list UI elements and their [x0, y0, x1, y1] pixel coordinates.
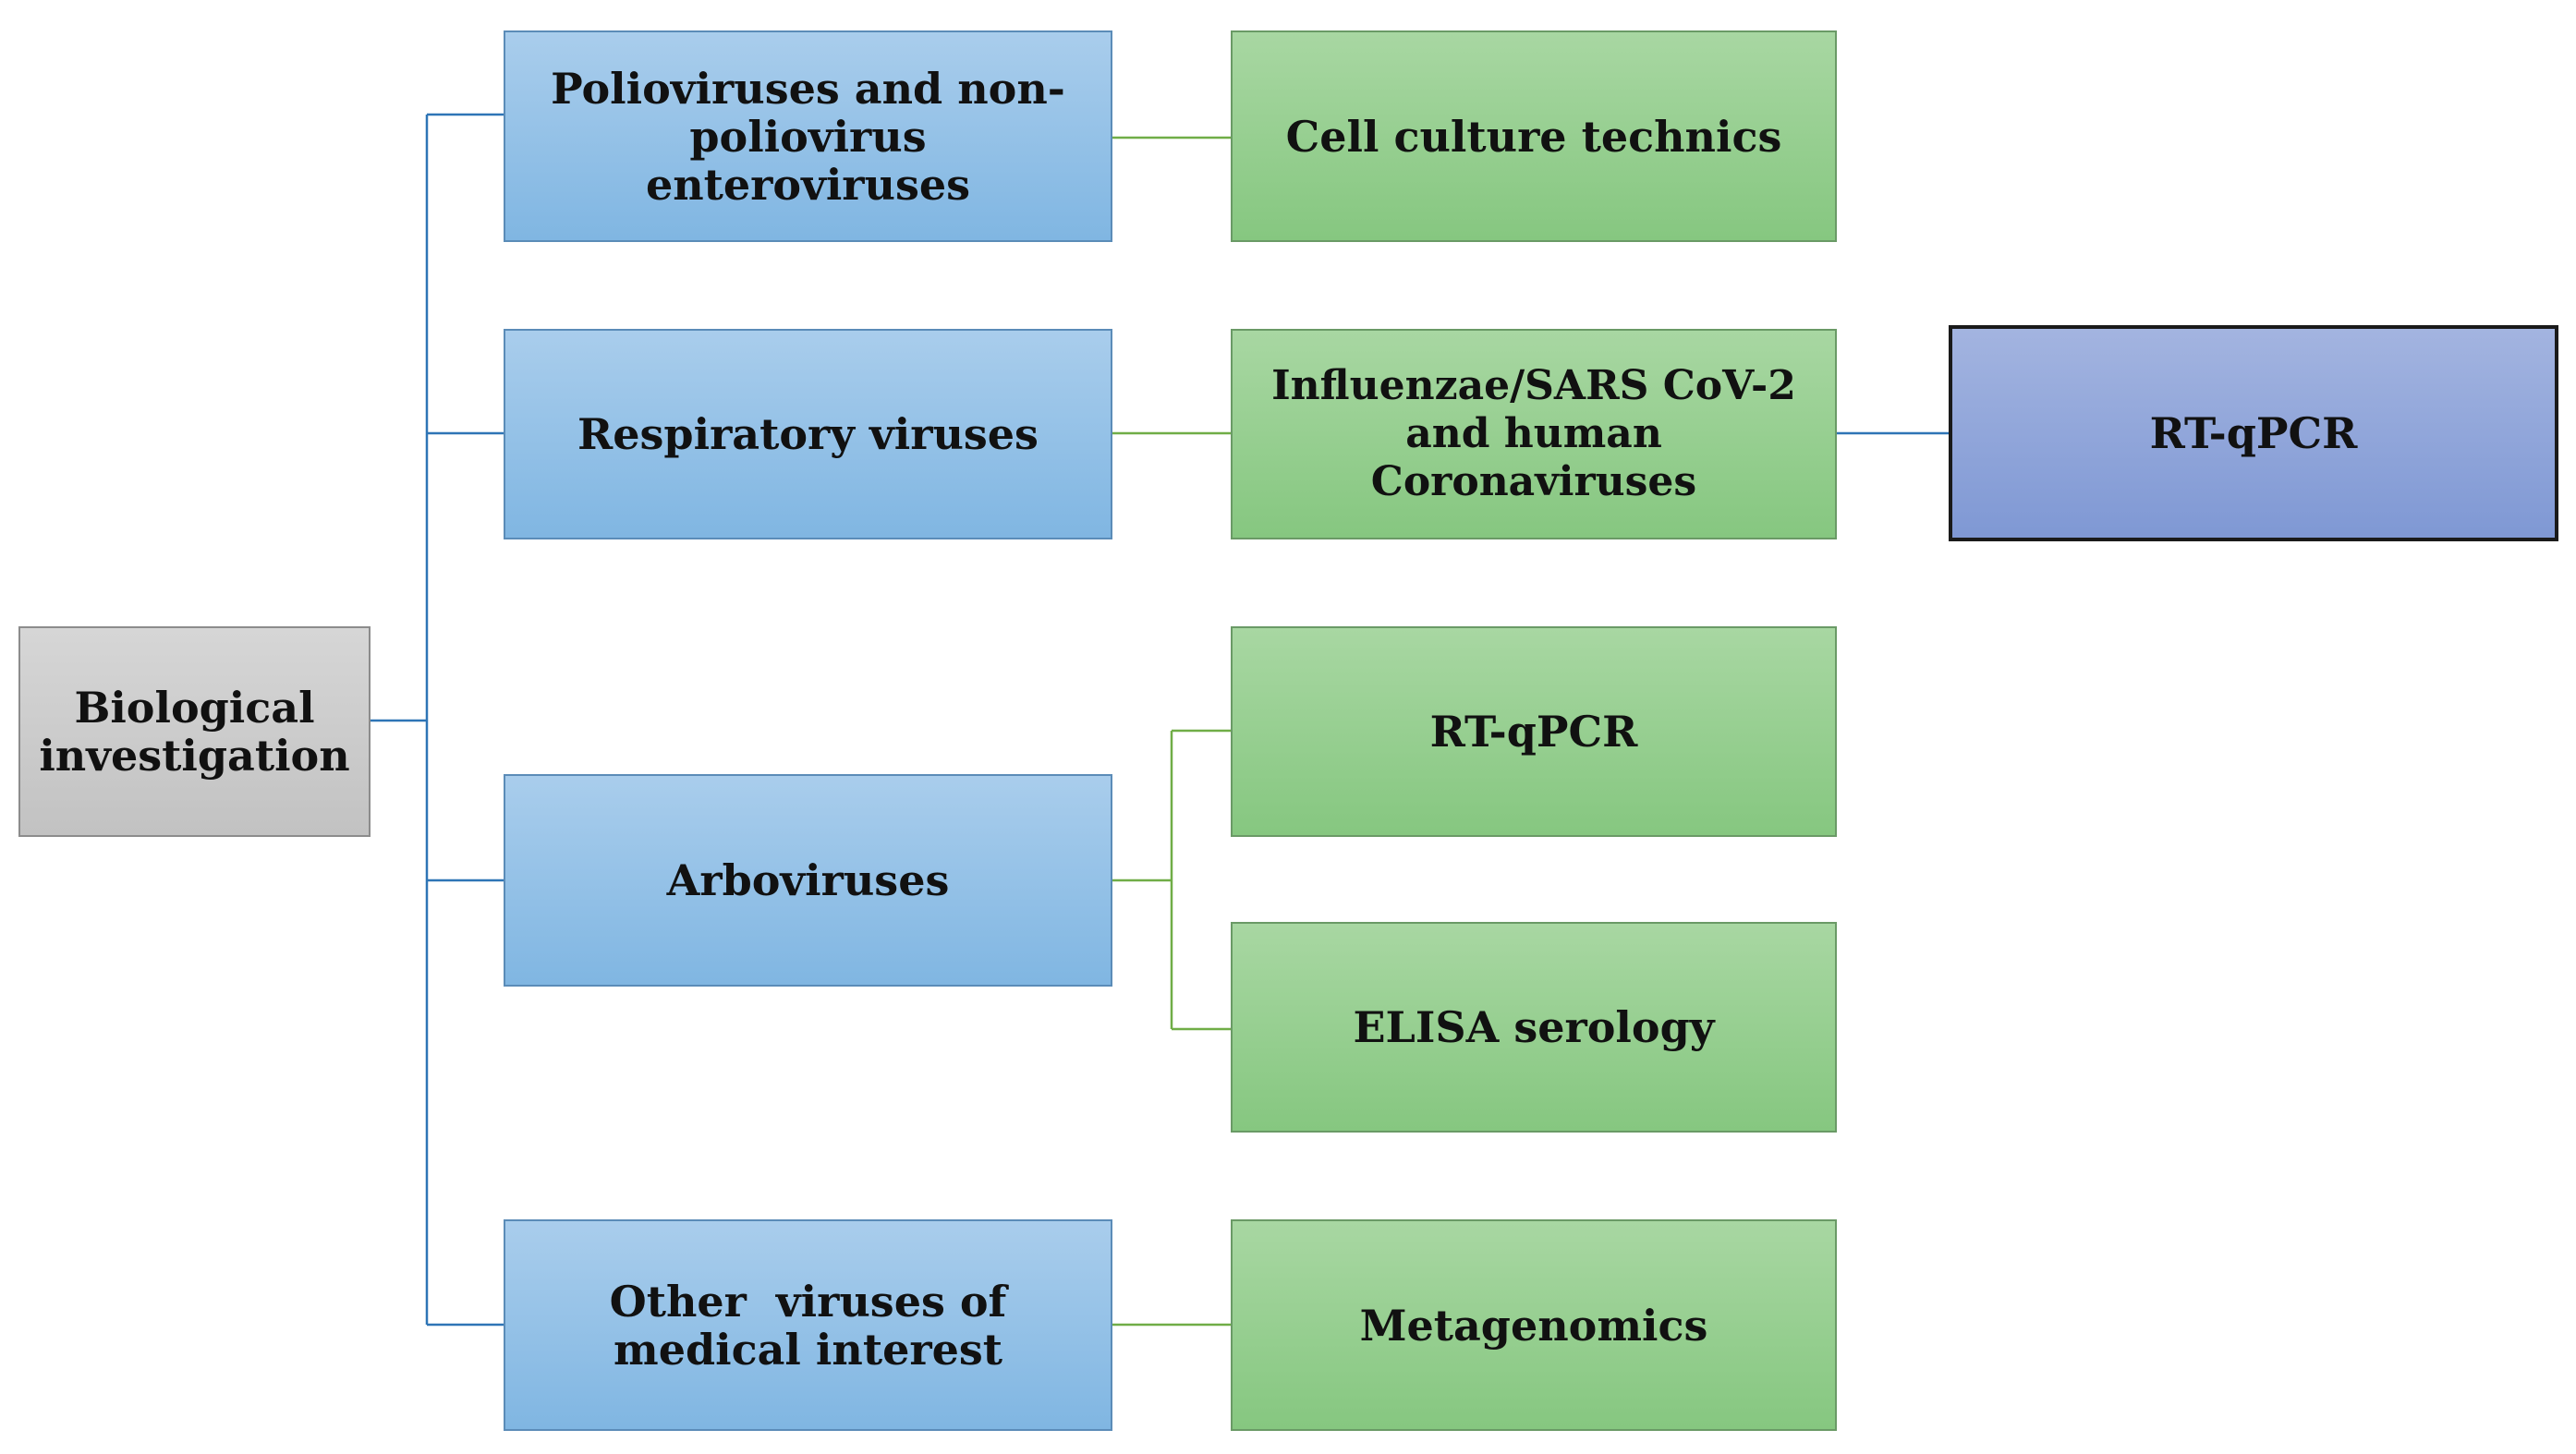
- method-node-elisa-serology: ELISA serology: [1231, 922, 1837, 1133]
- category-node-label: Other viruses of medical interest: [609, 1276, 1022, 1375]
- tertiary-node-label: RT-qPCR: [2149, 408, 2358, 458]
- category-node-label: Arboviruses: [666, 855, 950, 905]
- method-node-rt-qpcr: RT-qPCR: [1231, 626, 1837, 837]
- category-node-other-viruses: Other viruses of medical interest: [504, 1219, 1112, 1431]
- method-node-label: Influenzae/SARS CoV-2 and human Coronavi…: [1271, 362, 1796, 505]
- category-node-arboviruses: Arboviruses: [504, 774, 1112, 987]
- root-node-label: Biological investigation: [39, 683, 350, 781]
- method-node-label: RT-qPCR: [1429, 707, 1638, 757]
- method-node-label: Metagenomics: [1359, 1300, 1708, 1351]
- method-node-metagenomics: Metagenomics: [1231, 1219, 1837, 1431]
- method-node-label: ELISA serology: [1353, 1002, 1715, 1052]
- method-node-label: Cell culture technics: [1285, 111, 1782, 162]
- category-node-respiratory-viruses: Respiratory viruses: [504, 329, 1112, 539]
- method-node-influenzae-coronaviruses: Influenzae/SARS CoV-2 and human Coronavi…: [1231, 329, 1837, 539]
- tertiary-node-rt-qpcr: RT-qPCR: [1949, 325, 2558, 541]
- method-node-cell-culture: Cell culture technics: [1231, 30, 1837, 242]
- category-node-label: Polioviruses and non-poliovirus enterovi…: [551, 63, 1065, 210]
- category-node-enteroviruses: Polioviruses and non-poliovirus enterovi…: [504, 30, 1112, 242]
- category-node-label: Respiratory viruses: [577, 409, 1039, 459]
- root-node-biological-investigation: Biological investigation: [18, 626, 371, 837]
